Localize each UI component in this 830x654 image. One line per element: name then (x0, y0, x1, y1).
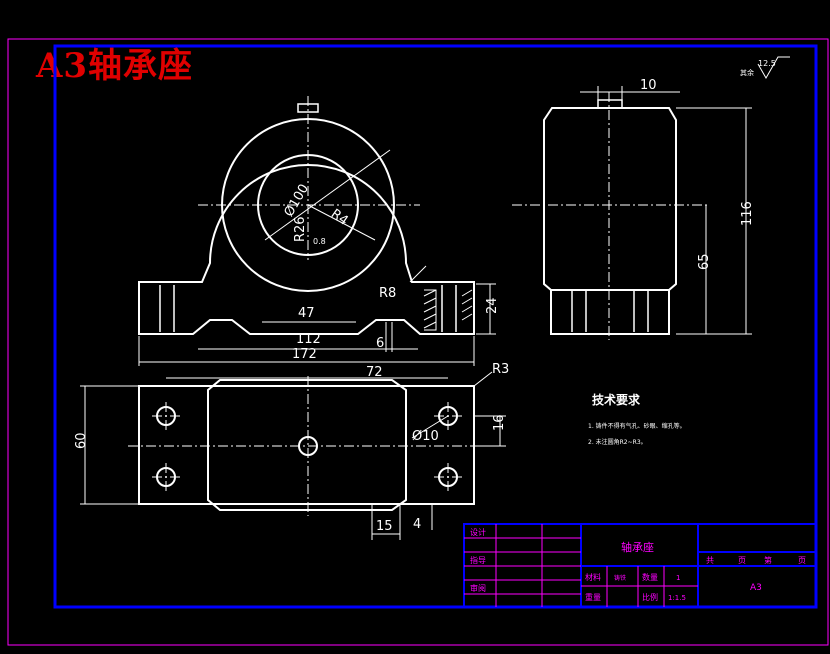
tb-material-label: 材料 (585, 572, 601, 582)
tb-quantity: 1 (676, 574, 680, 582)
tb-row-guide: 指导 (470, 555, 486, 565)
notes-item-2: 2. 未注圆角R2~R3。 (588, 438, 647, 446)
roughness-symbol (757, 56, 790, 80)
tb-part-name: 轴承座 (621, 540, 654, 554)
roughness-label: 其余 (740, 68, 754, 77)
dim-10: 10 (640, 78, 657, 93)
tb-material: 铸铁 (614, 574, 626, 582)
side-view (543, 99, 677, 335)
notes-title: 技术要求 (592, 392, 641, 407)
dim-65: 65 (697, 253, 712, 270)
tb-row-review: 审阅 (470, 583, 486, 593)
dim-6: 6 (376, 336, 384, 351)
dim-r3: R3 (492, 362, 509, 377)
drawing-title: A3轴承座 (36, 46, 194, 86)
dim-ra08: 0.8 (313, 237, 326, 246)
title-block-grid (464, 524, 698, 607)
dim-r8: R8 (379, 286, 396, 301)
dim-112: 112 (296, 332, 321, 347)
top-dimension-lines (80, 371, 506, 540)
top-view-centerlines (128, 376, 500, 516)
side-view-centerlines (512, 92, 708, 340)
tb-row-design: 设计 (470, 527, 486, 537)
tb-sheet-total: 共 (706, 556, 714, 565)
dim-47: 47 (298, 306, 315, 321)
outer-frame (7, 38, 829, 646)
tb-weight-label: 重量 (585, 592, 601, 602)
tb-quantity-label: 数量 (642, 572, 658, 582)
dim-4: 4 (413, 517, 421, 532)
dim-72: 72 (366, 365, 383, 380)
dim-r26: R26 (293, 216, 308, 242)
dim-172: 172 (292, 347, 317, 362)
tb-scale-label: 比例 (642, 592, 658, 602)
section-hatch (423, 289, 473, 331)
front-view-centerlines (198, 96, 420, 260)
tb-scale: 1:1.5 (668, 594, 686, 602)
dim-dia10: Ø10 (412, 429, 439, 444)
top-view (138, 379, 475, 511)
dim-15: 15 (376, 519, 393, 534)
roughness-value: 12.5 (758, 59, 776, 68)
dim-60: 60 (74, 432, 89, 449)
inner-border (53, 44, 818, 609)
dim-16: 16 (492, 414, 507, 431)
dim-116: 116 (740, 201, 755, 226)
tb-sheet-current: 第 (764, 555, 772, 565)
notes-item-1: 1. 铸件不得有气孔、砂眼、缩孔等。 (588, 422, 686, 430)
dim-24: 24 (485, 297, 500, 314)
tb-sheet-size: A3 (750, 583, 762, 593)
tb-sheet-page-a: 页 (738, 556, 746, 565)
front-dimension-lines (138, 149, 496, 366)
tb-sheet-page-b: 页 (798, 556, 806, 565)
side-dimension-lines (580, 86, 752, 335)
